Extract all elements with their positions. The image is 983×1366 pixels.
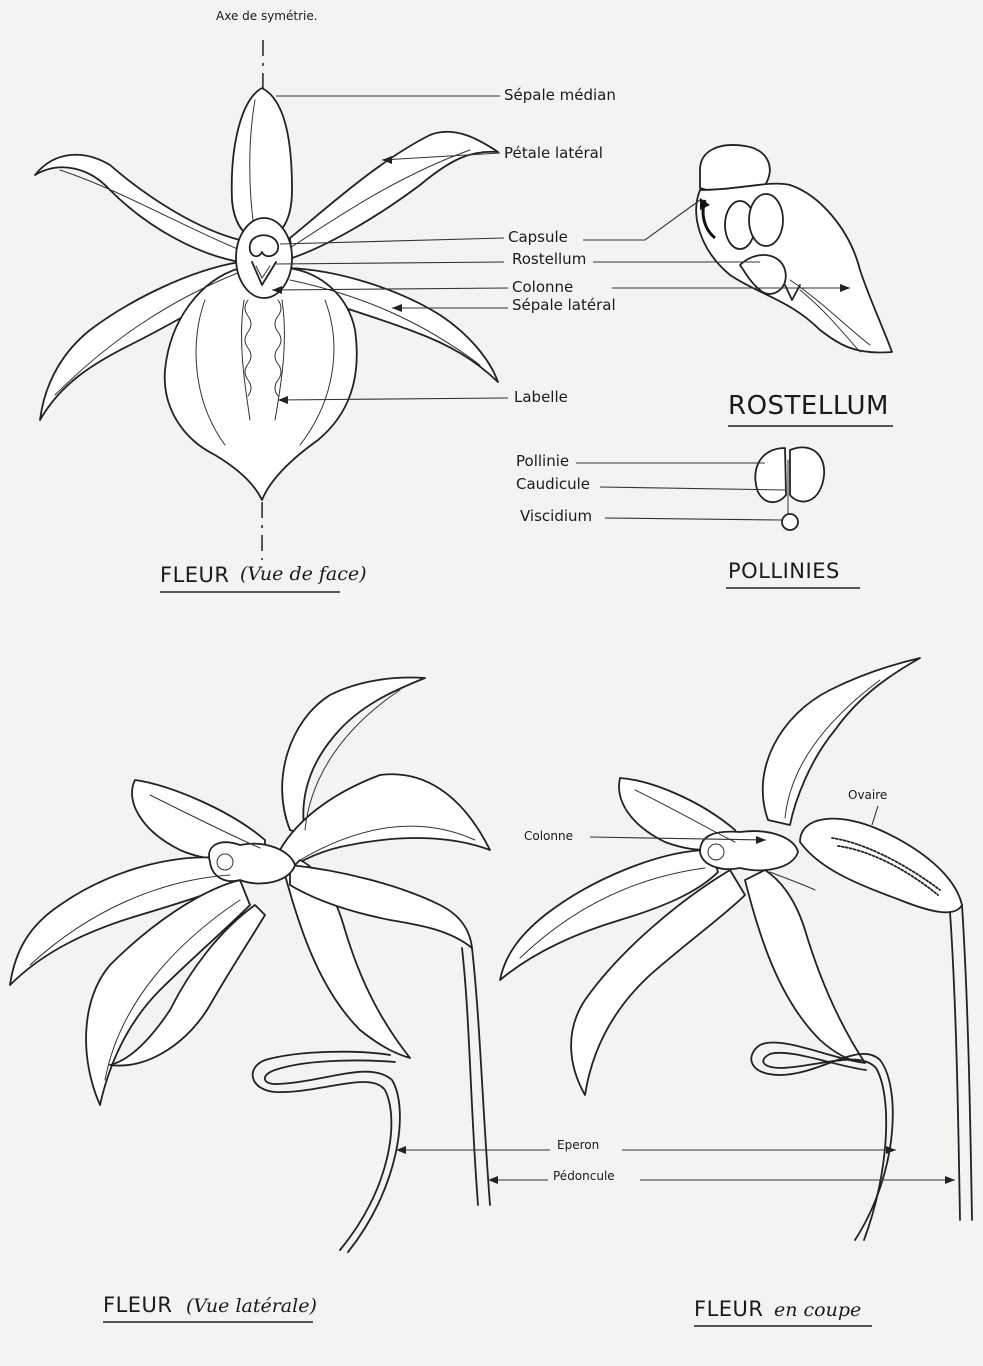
caption-side-sub: (Vue latérale) <box>186 1295 317 1317</box>
caption-front-view: FLEUR (Vue de face) <box>160 563 367 592</box>
label-caudicule: Caudicule <box>516 475 590 493</box>
front-view-flower <box>35 40 498 560</box>
label-eperon: Eperon <box>557 1138 599 1152</box>
caption-rostellum: ROSTELLUM <box>728 391 893 426</box>
label-viscidium: Viscidium <box>520 507 592 525</box>
caption-side-main: FLEUR <box>103 1293 173 1317</box>
caption-rostellum-text: ROSTELLUM <box>728 391 889 421</box>
pollinium-mass-left <box>755 448 786 502</box>
section-upper-sepal <box>763 658 920 825</box>
caption-pollinies: POLLINIES <box>726 559 860 588</box>
section-view-flower <box>500 658 972 1240</box>
section-peduncle <box>962 905 972 1220</box>
pollinium-mass-right <box>790 447 824 501</box>
label-pollinie: Pollinie <box>516 452 569 470</box>
pollinies-detail: Pollinie Caudicule Viscidium <box>516 447 824 530</box>
column <box>236 218 292 298</box>
section-labellum <box>745 870 865 1063</box>
shared-labels: Eperon Pédoncule <box>396 1138 955 1184</box>
caption-pollinies-text: POLLINIES <box>728 559 840 583</box>
section-peduncle-inner <box>950 912 960 1220</box>
side-spur-inner <box>265 1060 400 1252</box>
rostellum-detail <box>583 145 892 353</box>
label-pedoncule: Pédoncule <box>553 1169 615 1183</box>
label-axis: Axe de symétrie. <box>216 9 318 23</box>
pollinium-right <box>749 194 783 246</box>
label-labelle: Labelle <box>514 388 568 406</box>
label-capsule: Capsule <box>508 228 568 246</box>
section-spur <box>751 1043 893 1240</box>
left-lateral-petal <box>35 155 240 262</box>
side-view-flower <box>10 678 490 1252</box>
caption-section-sub: en coupe <box>774 1299 861 1321</box>
viscidium-blob <box>782 514 798 530</box>
section-spur-inner <box>763 1053 886 1240</box>
section-column <box>700 831 798 870</box>
caption-front-sub: (Vue de face) <box>240 563 367 585</box>
caption-section-view: FLEUR en coupe <box>694 1297 872 1326</box>
labellum <box>165 268 357 500</box>
label-ovaire: Ovaire <box>848 788 887 802</box>
label-sepal-lateral: Sépale latéral <box>512 296 616 314</box>
label-rostellum: Rostellum <box>512 250 586 268</box>
label-sepal-median: Sépale médian <box>504 86 616 104</box>
caption-side-view: FLEUR (Vue latérale) <box>103 1293 317 1322</box>
column-body <box>696 184 892 353</box>
caption-front-main: FLEUR <box>160 563 230 587</box>
side-right-petal <box>280 774 490 870</box>
label-colonne: Colonne <box>512 278 573 296</box>
label-colonne-section: Colonne <box>524 829 573 843</box>
ovary <box>800 819 962 913</box>
label-petal-lateral: Pétale latéral <box>504 144 603 162</box>
caption-section-main: FLEUR <box>694 1297 764 1321</box>
